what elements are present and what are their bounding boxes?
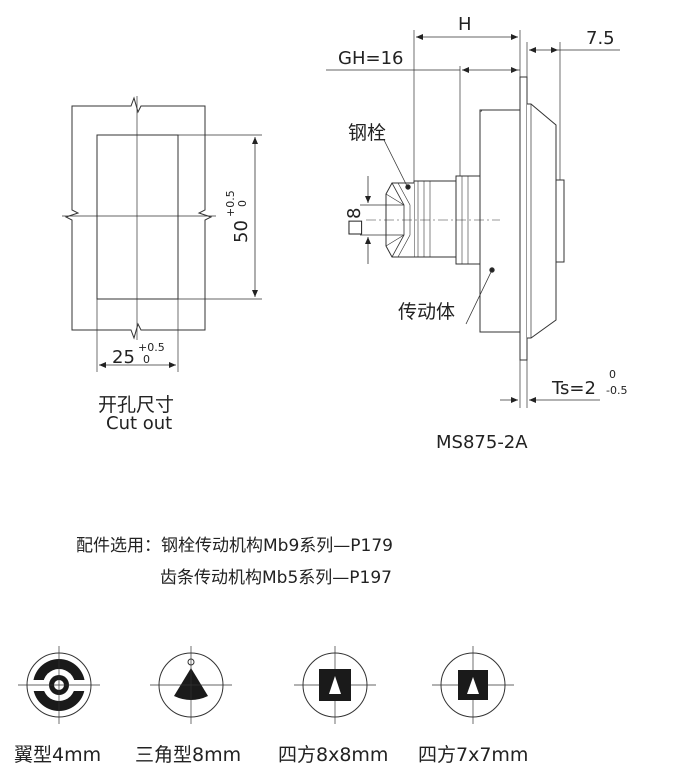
key-square-8-icon [294,646,376,724]
ts-tol-upper: 0 [609,368,616,381]
cutout-height-tol-upper: +0.5 [224,190,237,217]
dim-h-label: H [458,14,472,35]
cutout-view [62,96,262,372]
drive-leader [465,269,493,325]
dim-gh-label: GH=16 [338,48,403,69]
key-triangle-icon [150,646,232,724]
bolt-leader [383,139,408,187]
cutout-width-value: 25 [112,347,135,368]
square-dim-label: □8 [344,208,365,236]
key-square-7-icon [432,646,514,724]
key-label-triangle: 三角型8mm [135,744,242,766]
cutout-height-tol-lower: 0 [236,200,249,207]
drive-label: 传动体 [398,301,455,323]
ts-label: Ts=2 [551,378,596,399]
accessory-line-2: 齿条传动机构Mb5系列—P197 [160,568,392,588]
accessory-line-1: 配件选用：钢栓传动机构Mb9系列—P179 [76,536,393,556]
key-wing-icon [18,646,100,724]
key-label-wing: 翼型4mm [14,744,102,766]
ts-tol-lower: -0.5 [606,384,627,397]
dim-7-5-label: 7.5 [586,28,615,49]
panel-outline [64,96,213,340]
key-label-square-8: 四方8x8mm [278,744,389,766]
cutout-title-en: Cut out [106,413,173,434]
model-label: MS875-2A [436,432,528,453]
cutout-hole [96,134,179,300]
lock-side-view [326,30,620,408]
cutout-width-tol-lower: 0 [143,353,150,366]
key-label-square-7: 四方7x7mm [418,744,529,766]
housing-body [479,109,521,333]
cutout-width-tol-upper: +0.5 [138,341,165,354]
flange-plate [519,76,528,361]
cutout-title-cn: 开孔尺寸 [98,394,175,416]
cutout-height-value: 50 [231,220,252,243]
cylinder [413,180,457,258]
bolt-label: 钢栓 [348,122,386,144]
